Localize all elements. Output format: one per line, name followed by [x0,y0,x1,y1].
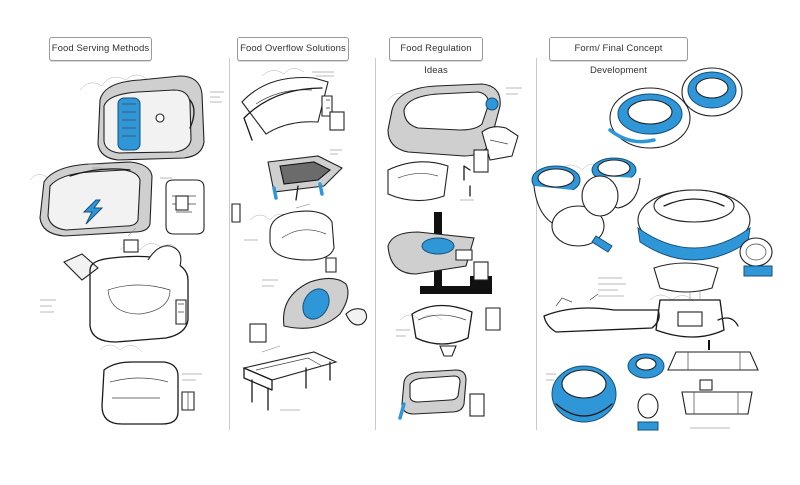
curved-tray-sketch [241,71,345,141]
regulation-ideas-sketches [387,83,522,420]
overflow-solutions-sketches [241,68,368,411]
tub-with-dial-sketch [387,83,522,161]
concept-scoops [531,157,641,253]
concept-section-views [667,340,759,429]
section-label-food-regulation-ideas: Food Regulation Ideas [389,37,483,76]
column-divider [229,58,230,430]
flat-tray-sketch [387,149,489,202]
concept-plan-sketches [543,262,739,338]
stacked-container-sketch [101,361,202,425]
column-divider [536,58,537,430]
section-label-final-concept-development: Form/ Final Concept Development [549,37,688,76]
blue-handle-pan-sketch [398,369,485,420]
concept-bowls-top [608,67,743,149]
wedge-bowl-sketch [244,203,337,273]
side-view-sketches [123,177,241,253]
scoop-bowl-sketch [40,245,189,343]
final-concept-sketches [531,67,773,431]
bowl-elevation-sketch [396,304,501,357]
tray-on-stand-sketch [387,212,492,294]
concept-lidded-bowl [637,189,773,277]
bench-tray-sketch [242,345,338,411]
dispenser-sketch [97,75,224,161]
blue-pod-sketch [249,277,368,343]
column-divider [375,58,376,430]
concept-donut-bowls [546,353,665,431]
raised-tray-sketch [267,149,343,201]
section-label-food-serving-methods: Food Serving Methods [49,37,152,61]
section-label-food-overflow-solutions: Food Overflow Solutions [237,37,349,61]
lightning-bowl-sketch [39,161,153,237]
serving-methods-sketches [29,74,241,425]
